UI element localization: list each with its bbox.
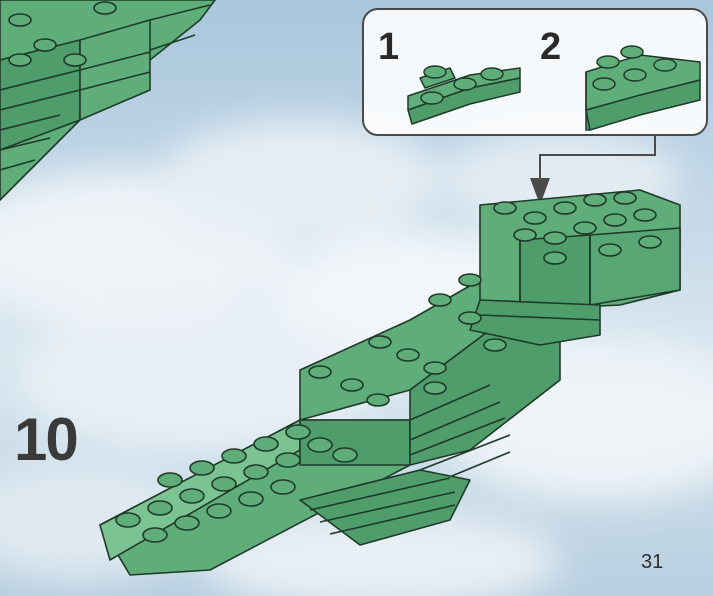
sub-step-2-number: 2 bbox=[540, 28, 561, 66]
sub-step-1-number: 1 bbox=[378, 28, 399, 66]
step-number: 10 bbox=[14, 410, 77, 470]
page-number: 31 bbox=[641, 552, 663, 572]
sub-assembly-callout bbox=[362, 8, 708, 136]
